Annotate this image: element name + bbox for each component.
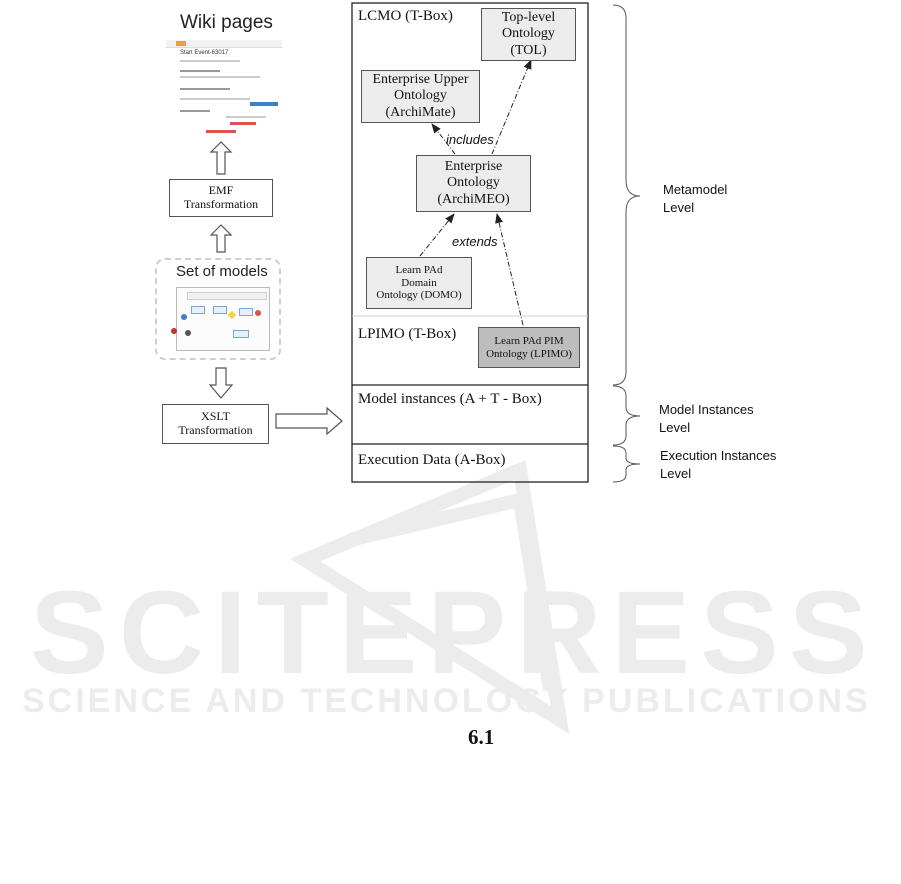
lpimo-label: LPIMO (T-Box) bbox=[358, 326, 457, 342]
main-container bbox=[351, 2, 589, 483]
model-end-event bbox=[255, 310, 261, 316]
wiki-logo bbox=[176, 41, 186, 46]
set-of-models-title: Set of models bbox=[176, 263, 268, 280]
model-task bbox=[213, 306, 227, 314]
watermark-main: SCITEPRESS bbox=[30, 567, 878, 699]
domo-box: Learn PAd Domain Ontology (DOMO) bbox=[366, 257, 472, 309]
wiki-pages-title: Wiki pages bbox=[180, 12, 273, 33]
xslt-transformation-box: XSLT Transformation bbox=[162, 404, 269, 444]
arrow-lpimo-to-archimeo bbox=[495, 213, 524, 326]
model-actor-icon bbox=[171, 328, 177, 334]
model-instances-label: Model instances (A + T - Box) bbox=[358, 391, 542, 407]
includes-label: includes bbox=[446, 132, 494, 147]
tol-box: Top-level Ontology (TOL) bbox=[481, 8, 576, 61]
model-task bbox=[191, 306, 205, 314]
right-arrow-xslt bbox=[275, 406, 343, 436]
set-of-models-panel bbox=[155, 258, 281, 360]
model-header-lane bbox=[187, 292, 267, 300]
brace-execution-instances bbox=[612, 445, 641, 483]
up-arrow-emf bbox=[209, 224, 233, 253]
archimate-box: Enterprise Upper Ontology (ArchiMate) bbox=[361, 70, 480, 123]
arrow-domo-to-archimeo bbox=[419, 213, 455, 257]
wiki-page-heading: Start Event-63017 bbox=[180, 50, 229, 56]
process-model-thumbnail bbox=[171, 287, 270, 351]
section-number: 6.1 bbox=[468, 725, 495, 749]
lpimo-box: Learn PAd PIM Ontology (LPIMO) bbox=[478, 327, 580, 368]
model-gateway bbox=[227, 310, 237, 320]
model-actor-icon bbox=[185, 330, 191, 336]
lcmo-label: LCMO (T-Box) bbox=[358, 8, 453, 24]
wiki-page-thumbnail: Start Event-63017 bbox=[166, 40, 282, 138]
wiki-text-line bbox=[226, 116, 266, 118]
brace-metamodel bbox=[612, 4, 641, 386]
model-task bbox=[239, 308, 253, 316]
wiki-text-line bbox=[180, 110, 210, 112]
brace-model-instances bbox=[612, 385, 641, 446]
model-instances-level-label: Model Instances Level bbox=[659, 402, 754, 435]
emf-transformation-box: EMF Transformation bbox=[169, 179, 273, 217]
wiki-nav-bar bbox=[166, 40, 282, 48]
down-arrow-models bbox=[208, 367, 234, 399]
wiki-text-line bbox=[180, 88, 230, 90]
wiki-button-red bbox=[206, 130, 236, 133]
watermark-swoosh bbox=[289, 460, 570, 735]
up-arrow-wiki bbox=[209, 141, 233, 175]
execution-instances-level-label: Execution Instances Level bbox=[660, 448, 777, 481]
arrow-archimeo-to-archimate bbox=[431, 123, 456, 155]
arrow-archimeo-to-tol bbox=[491, 59, 532, 155]
extends-label: extends bbox=[452, 234, 498, 249]
model-start-event bbox=[181, 314, 187, 320]
archimeo-box: Enterprise Ontology (ArchiMEO) bbox=[416, 155, 531, 212]
wiki-text-line bbox=[180, 76, 260, 78]
wiki-text-line bbox=[180, 70, 220, 72]
wiki-text-line bbox=[180, 98, 250, 100]
model-task bbox=[233, 330, 249, 338]
watermark-sub: SCIENCE AND TECHNOLOGY PUBLICATIONS bbox=[22, 682, 871, 720]
metamodel-level-label: Metamodel Level bbox=[663, 182, 728, 215]
wiki-button-blue bbox=[250, 102, 278, 106]
wiki-text-line bbox=[180, 60, 240, 62]
wiki-button-red bbox=[230, 122, 256, 125]
execution-data-label: Execution Data (A-Box) bbox=[358, 452, 506, 468]
